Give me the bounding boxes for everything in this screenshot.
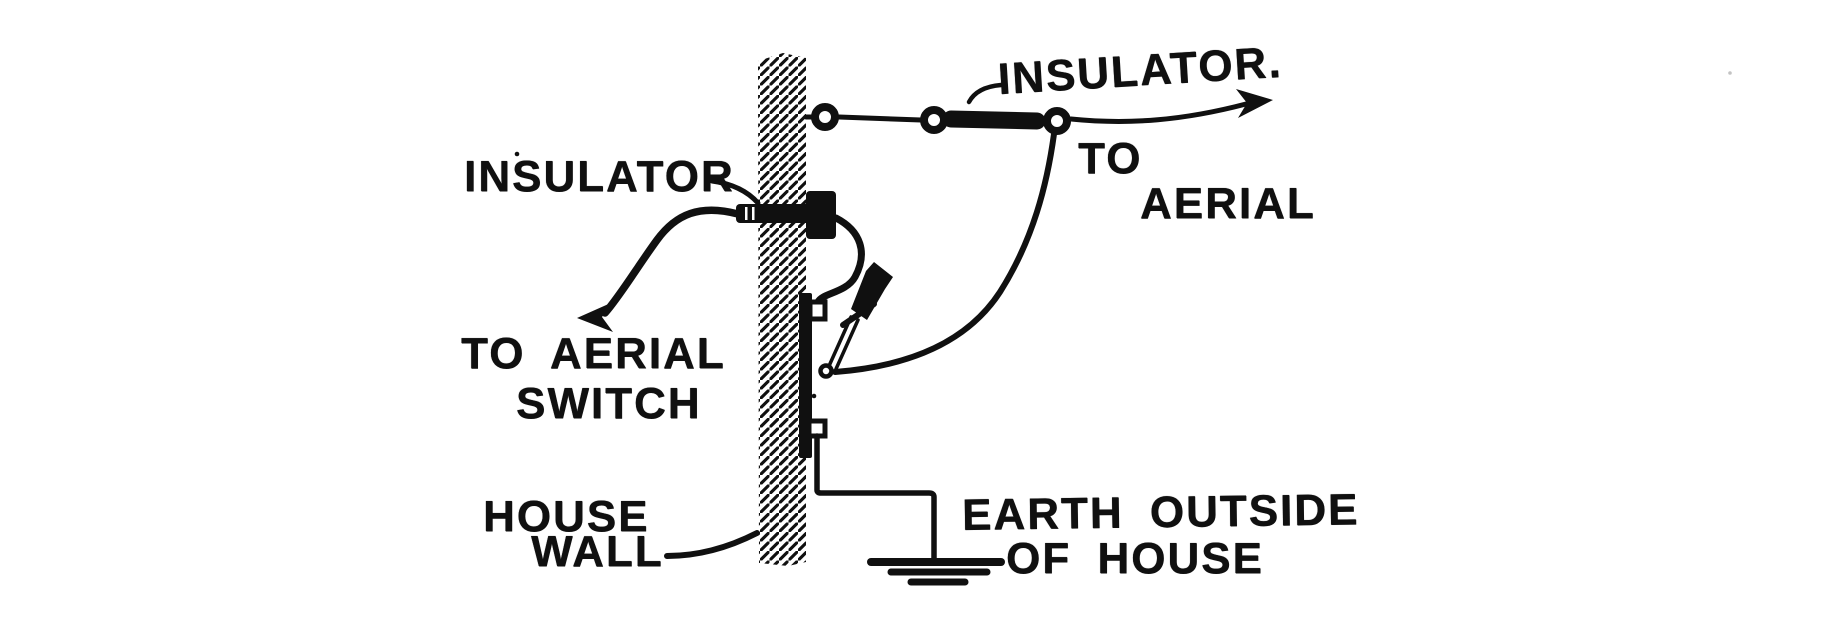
switch-base [799, 293, 812, 458]
arrowhead-right-icon [1236, 89, 1273, 118]
top-insulator-leader [966, 82, 1004, 105]
earth-wire [814, 433, 937, 561]
switch-knob-icon [851, 262, 893, 320]
to-switch-wire [577, 206, 742, 332]
label-house-wall-line1: HOUSE [483, 492, 650, 541]
label-to-aerial-line2: AERIAL [1140, 179, 1316, 228]
jumper-wire [814, 214, 865, 306]
label-to-aerial-line1: TO [1078, 134, 1143, 183]
switch-lever-blade [834, 318, 860, 371]
earth-connection [814, 433, 1005, 586]
eye-ring-icon [920, 106, 948, 134]
switch-top-terminal [807, 299, 828, 322]
label-earth-line1: EARTH OUTSIDE [961, 485, 1360, 540]
arrowhead-left-icon [577, 302, 613, 332]
house-wall [758, 53, 806, 566]
aerial-switch [799, 262, 893, 458]
feedthrough-insulator-icon [736, 191, 836, 239]
left-insulator-leader [709, 178, 761, 206]
strain-insulator-icon [942, 110, 1046, 130]
label-insulator-left: INSULATOR [464, 152, 735, 201]
label-house-wall-line2: WALL [531, 527, 664, 576]
aerial-wire-segment [1068, 101, 1249, 124]
switch-pivot [818, 363, 834, 379]
aerial-wire-segment [836, 114, 924, 123]
eye-ring-icon [1043, 107, 1071, 135]
house-wall-leader [664, 530, 760, 559]
label-earth-line2: OF HOUSE [1006, 534, 1264, 583]
label-to-aerial-switch-line2: SWITCH [516, 379, 702, 428]
ink-specks [514, 71, 1732, 399]
leadin-wire [832, 131, 1057, 375]
label-to-aerial-switch-line1: TO AERIAL [461, 329, 726, 378]
aerial-wire [803, 89, 1273, 135]
eye-ring-icon [811, 103, 839, 131]
